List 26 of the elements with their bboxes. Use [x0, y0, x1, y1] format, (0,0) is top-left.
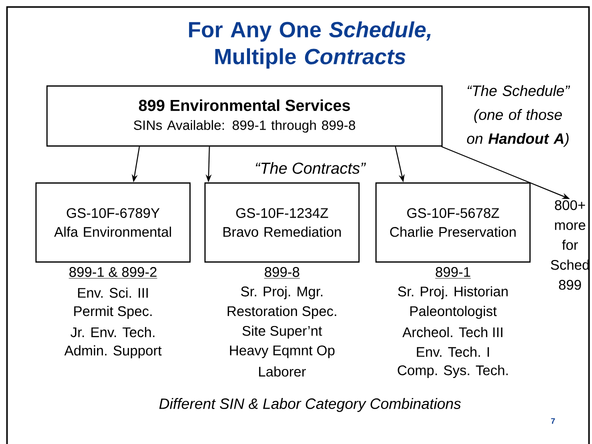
list-item: Laborer — [259, 366, 306, 377]
list-item: Env. Tech. I — [416, 346, 489, 357]
contract-box: GS-10F-5678Z Charlie Preservation — [375, 182, 531, 263]
annotation-text: “The Schedule” (one of those on Handout A) — [467, 85, 570, 147]
list-item: Site Super’nt — [242, 326, 322, 339]
list-item: Sr. Proj. Mgr. — [241, 286, 322, 300]
sin-heading: 899-1 & 899-2 — [68, 267, 158, 279]
sin-heading: 899-1 — [434, 267, 472, 279]
list-item: Comp. Sys. Tech. — [398, 365, 508, 378]
sin-heading: 899-8 — [264, 267, 300, 279]
list-item: Permit Spec. — [74, 306, 152, 319]
list-item: Restoration Spec. — [228, 306, 336, 319]
list-item: Sr. Proj. Historian — [398, 286, 508, 300]
note-text: 800+ more for Sched 899 — [550, 200, 589, 290]
list-item: Paleontologist — [410, 306, 497, 319]
list-item: Archeol. Tech III — [402, 326, 502, 338]
contract-box: GS-10F-6789Y Alfa Environmental — [35, 182, 191, 263]
list-item: Admin. Support — [64, 345, 162, 358]
list-item: Env. Sci. III — [78, 288, 148, 298]
list-item: Heavy Eqmnt Op — [230, 345, 334, 358]
contract-box: GS-10F-1234Z Bravo Remediation — [204, 182, 360, 263]
schedule-box: 899 Environmental Services SINs Available: 899-1 through 899-8 — [46, 85, 443, 147]
caption: Different SIN & Labor Category Combinations — [159, 398, 461, 412]
title: For Any One Schedule, Multiple Contracts — [189, 21, 431, 69]
list-item: Jr. Env. Tech. — [70, 326, 154, 338]
annotation-text: “The Contracts” — [256, 162, 366, 174]
